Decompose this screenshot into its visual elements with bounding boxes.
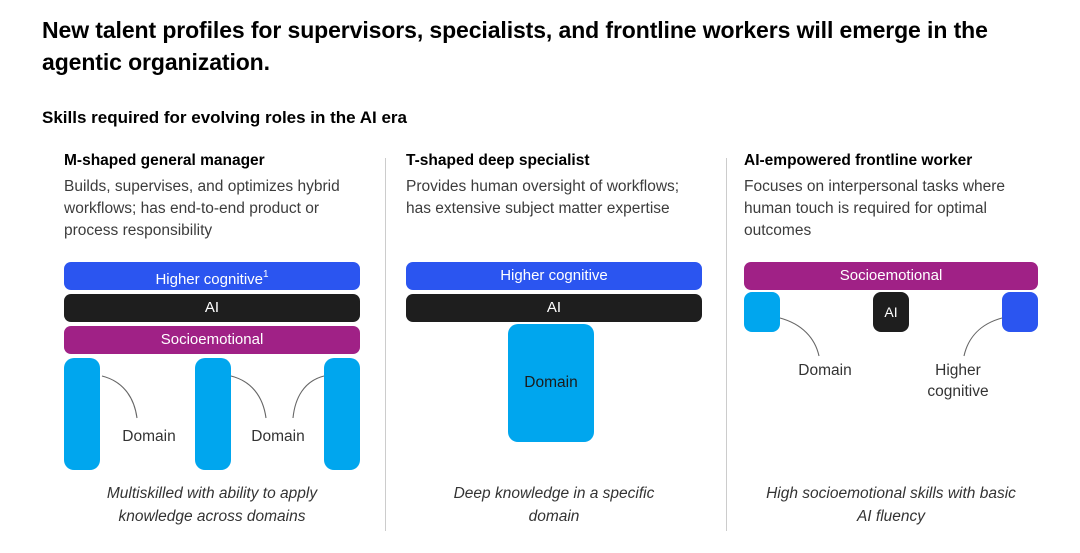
column-ai-empowered-frontline-worker: AI-empowered frontline worker Focuses on… bbox=[744, 150, 1038, 550]
domain-pillar bbox=[64, 358, 100, 470]
connector-curves bbox=[779, 317, 1003, 357]
column-divider bbox=[726, 158, 727, 531]
connector-line bbox=[230, 375, 267, 419]
skill-bar-higher-cognitive: Higher cognitive1 bbox=[64, 262, 360, 290]
domain-label: Domain bbox=[122, 428, 176, 445]
column-heading: AI-empowered frontline worker bbox=[744, 152, 973, 169]
column-caption: Deep knowledge in a specific domain bbox=[453, 485, 655, 525]
column-description: Provides human oversight of work­flows; … bbox=[406, 178, 680, 217]
column-description: Focuses on interpersonal tasks where hum… bbox=[744, 178, 1006, 239]
connector-curves bbox=[101, 375, 325, 419]
column-caption: High socioemotional skills with basic AI… bbox=[766, 485, 1016, 525]
domain-block: Domain bbox=[508, 324, 594, 442]
domain-pillar bbox=[195, 358, 231, 470]
page-title: New talent profiles for supervisors, spe… bbox=[42, 17, 988, 75]
section-heading: Skills required for evolving roles in th… bbox=[42, 108, 407, 127]
domain-label: Domain bbox=[251, 428, 305, 445]
column-heading: M-shaped general manager bbox=[64, 152, 265, 169]
skill-bar-label: Higher cognitive bbox=[155, 271, 263, 288]
column-divider bbox=[385, 158, 386, 531]
connector-line bbox=[101, 375, 138, 419]
skill-bar-ai: AI bbox=[406, 294, 702, 322]
connector-line bbox=[963, 317, 1003, 357]
column-heading: T-shaped deep specialist bbox=[406, 152, 590, 169]
skill-bar-higher-cognitive: Higher cognitive bbox=[406, 262, 702, 290]
column-m-shaped-general-manager: M-shaped general manager Builds, supervi… bbox=[64, 150, 360, 550]
skill-bar-ai: AI bbox=[64, 294, 360, 322]
ai-chip: AI bbox=[873, 292, 909, 332]
skill-bar-socioemotional: Socioemotional bbox=[64, 326, 360, 354]
column-t-shaped-deep-specialist: T-shaped deep specialist Provides human … bbox=[406, 150, 702, 550]
domain-chip bbox=[744, 292, 780, 332]
domain-pillar bbox=[324, 358, 360, 470]
higher-cognitive-chip bbox=[1002, 292, 1038, 332]
column-caption: Multiskilled with ability to apply knowl… bbox=[106, 485, 318, 525]
skill-bar-socioemotional: Socioemotional bbox=[744, 262, 1038, 290]
higher-cognitive-label: Higher cognitive bbox=[927, 362, 989, 400]
connector-line bbox=[779, 317, 820, 357]
footnote-marker: 1 bbox=[263, 269, 269, 280]
domain-label: Domain bbox=[798, 362, 852, 379]
connector-line bbox=[292, 375, 325, 419]
column-description: Builds, supervises, and optimizes hybrid… bbox=[64, 178, 340, 239]
